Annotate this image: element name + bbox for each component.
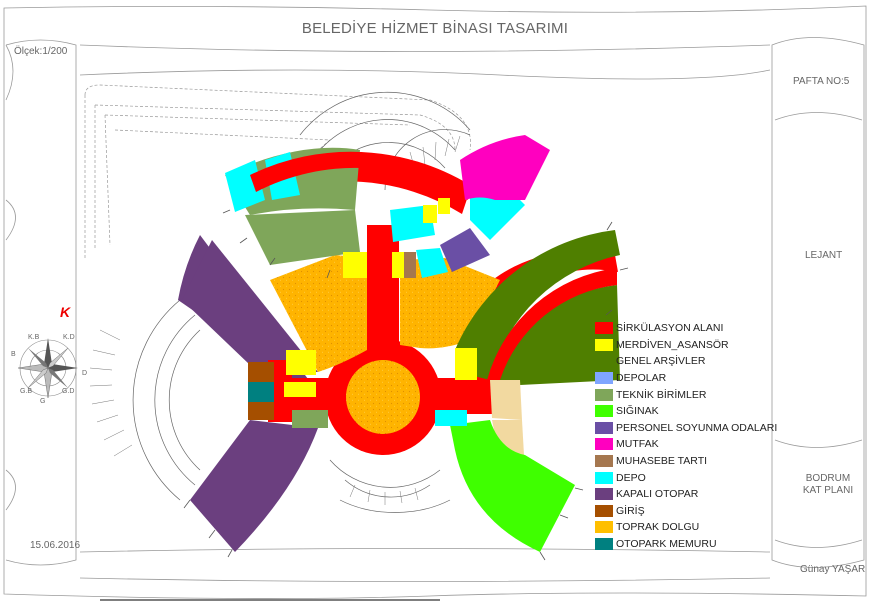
legend-item: OTOPARK MEMURU <box>595 536 777 553</box>
earth-fill-left <box>270 255 367 372</box>
legend-swatch <box>595 471 613 484</box>
legend-item: DEPO <box>595 469 777 486</box>
scale-label: Ölçek:1/200 <box>14 46 68 57</box>
compass-label-b: B <box>11 351 16 358</box>
shelter <box>450 420 575 552</box>
legend-item: SİRKÜLASYON ALANI <box>595 320 777 337</box>
legend-swatch <box>595 372 613 385</box>
legend-label: SIĞINAK <box>616 405 659 418</box>
legend-label: MERDİVEN_ASANSÖR <box>616 338 729 351</box>
compass-label-gb: G.B <box>20 388 33 395</box>
legend-item: MERDİVEN_ASANSÖR <box>595 337 777 354</box>
compass-label-kd: K.D <box>63 334 75 341</box>
legend-swatch <box>595 455 613 468</box>
legend-label: SİRKÜLASYON ALANI <box>616 322 724 335</box>
technical-units <box>245 210 360 265</box>
sheet-title: BELEDİYE HİZMET BİNASI TASARIMI <box>301 20 569 37</box>
compass-label-d: D <box>82 370 88 377</box>
legend-swatch <box>595 438 613 451</box>
compass-label-kb: K.B <box>28 334 40 341</box>
legend-label: MUTFAK <box>616 438 659 451</box>
legend-item: TEKNİK BİRİMLER <box>595 386 777 403</box>
kitchen <box>460 135 550 200</box>
legend-swatch <box>595 355 613 368</box>
legend-heading: LEJANT <box>805 250 843 261</box>
legend-label: MUHASEBE TARTI <box>616 455 708 468</box>
legend-item: KAPALI OTOPAR <box>595 486 777 503</box>
compass-north-label: K <box>60 304 71 320</box>
compass-label-g: G <box>40 398 46 405</box>
date-label: 15.06.2016 <box>30 540 81 551</box>
legend-swatch <box>595 338 613 351</box>
legend-item: PERSONEL SOYUNMA ODALARI <box>595 420 777 437</box>
legend-label: GENEL ARŞİVLER <box>616 355 706 368</box>
legend-item: GENEL ARŞİVLER <box>595 353 777 370</box>
legend-item: TOPRAK DOLGU <box>595 519 777 536</box>
archives-outer <box>455 230 620 380</box>
legend-label: DEPOLAR <box>616 372 667 385</box>
legend-item: DEPOLAR <box>595 370 777 387</box>
legend-label: PERSONEL SOYUNMA ODALARI <box>616 421 778 434</box>
legend-swatch <box>595 322 613 335</box>
legend-swatch <box>595 388 613 401</box>
legend-item: SIĞINAK <box>595 403 777 420</box>
legend-swatch <box>595 504 613 517</box>
plan-name: BODRUM KAT PLANI <box>802 473 854 496</box>
legend-swatch <box>595 421 613 434</box>
legend: SİRKÜLASYON ALANI MERDİVEN_ASANSÖR GENEL… <box>595 320 777 552</box>
legend-label: OTOPARK MEMURU <box>616 538 717 551</box>
legend-label: TOPRAK DOLGU <box>616 521 700 534</box>
legend-item: GİRİŞ <box>595 503 777 520</box>
legend-swatch <box>595 521 613 534</box>
legend-swatch <box>595 538 613 551</box>
archives-inner <box>493 285 620 385</box>
legend-label: DEPO <box>616 471 646 484</box>
compass-label-gd: G.D <box>62 388 75 395</box>
legend-label: GİRİŞ <box>616 504 645 517</box>
legend-item: MUHASEBE TARTI <box>595 453 777 470</box>
legend-label: TEKNİK BİRİMLER <box>616 388 707 401</box>
left-parking-lower <box>190 420 318 552</box>
legend-item: MUTFAK <box>595 436 777 453</box>
sheet-frame <box>3 5 867 601</box>
author-label: Günay YAŞAR <box>800 564 866 575</box>
legend-swatch <box>595 405 613 418</box>
sheet-number: PAFTA NO:5 <box>793 76 850 87</box>
wall-ticks <box>183 209 629 561</box>
stair-arcs <box>132 91 471 513</box>
legend-swatch <box>595 488 613 501</box>
central-courtyard <box>346 360 420 434</box>
compass-icon <box>17 338 78 399</box>
legend-label: KAPALI OTOPAR <box>616 488 699 501</box>
